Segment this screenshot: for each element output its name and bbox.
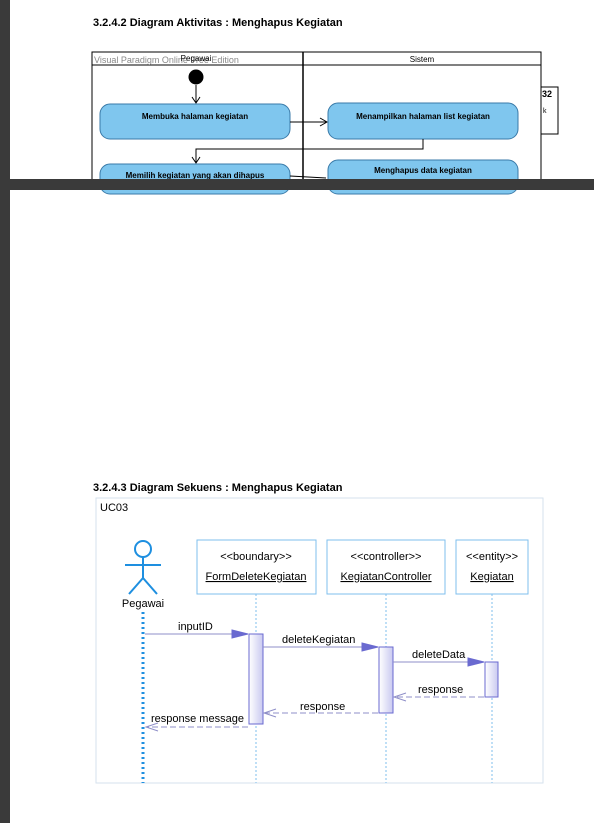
- lane-pegawai-title: Pegawai: [181, 54, 212, 63]
- watermark: Visual Paradigm Online Free Edition: [94, 55, 239, 65]
- actor-pegawai-icon: [125, 540, 161, 595]
- lifeline-form-delete-kegiatan: <<boundary>> FormDeleteKegiatan: [196, 539, 317, 783]
- action-select-item-label: Memilih kegiatan yang akan dihapus: [126, 171, 265, 180]
- initial-node: [188, 69, 204, 85]
- side-box-text: 32: [542, 89, 552, 99]
- message-delete-kegiatan-label: deleteKegiatan: [282, 634, 355, 646]
- action-open-page-label: Membuka halaman kegiatan: [142, 112, 248, 121]
- message-input-id-label: inputID: [178, 621, 213, 633]
- activation-form: [248, 633, 264, 725]
- lifeline-kegiatan-entity: <<entity>> Kegiatan: [455, 539, 529, 783]
- lifeline-entity-name: Kegiatan: [470, 571, 513, 583]
- lane-sistem-title: Sistem: [410, 55, 435, 64]
- return-response-entity-label: response: [418, 684, 463, 696]
- side-box: [540, 86, 559, 135]
- return-response-controller-label: response: [300, 701, 345, 713]
- message-delete-data-label: deleteData: [412, 649, 466, 661]
- actor-pegawai-label: Pegawai: [122, 598, 164, 610]
- action-delete-data-label: Menghapus data kegiatan: [374, 166, 472, 175]
- sequence-diagram-heading: 3.2.4.3 Diagram Sekuens : Menghapus Kegi…: [93, 482, 343, 494]
- lifeline-entity-stereotype: <<entity>>: [466, 551, 518, 563]
- activation-entity: [484, 661, 499, 698]
- activation-controller: [378, 646, 394, 714]
- page-left-margin-bar: [0, 0, 10, 823]
- lifeline-controller-name: KegiatanController: [340, 571, 431, 583]
- action-show-list-label: Menampilkan halaman list kegiatan: [356, 112, 490, 121]
- return-response-message-label: response message: [151, 713, 244, 725]
- lifeline-form-name: FormDeleteKegiatan: [206, 571, 307, 583]
- frame-label: UC03: [100, 502, 128, 514]
- lifeline-kegiatan-controller: <<controller>> KegiatanController: [326, 539, 446, 783]
- lifeline-controller-stereotype: <<controller>>: [351, 551, 422, 563]
- side-box-small-text: k: [543, 108, 547, 115]
- lifeline-form-stereotype: <<boundary>>: [220, 551, 292, 563]
- activity-diagram-heading: 3.2.4.2 Diagram Aktivitas : Menghapus Ke…: [93, 17, 343, 29]
- page-break-bar: [0, 179, 594, 190]
